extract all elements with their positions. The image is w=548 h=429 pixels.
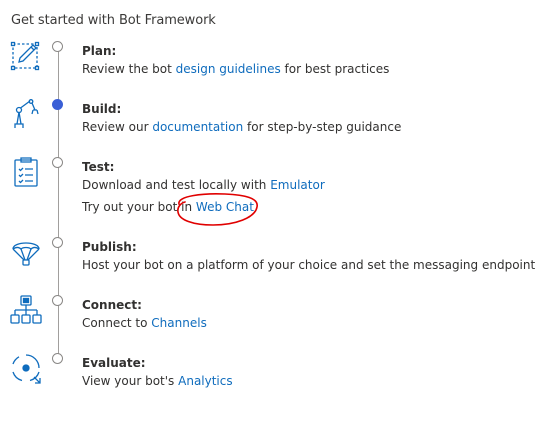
step-status-dot (52, 295, 63, 306)
documentation-link[interactable]: documentation (152, 120, 244, 134)
target-evaluate-icon (10, 352, 42, 384)
step-title-plan: Plan: (82, 44, 117, 58)
emulator-link[interactable]: Emulator (270, 178, 325, 192)
page-header: Get started with Bot Framework (11, 13, 216, 28)
step-desc-test-webchat: Try out your bot in Web Chat (82, 200, 254, 214)
step-desc-connect: Connect to Channels (82, 316, 207, 330)
step-title-test: Test: (82, 160, 115, 174)
step-desc-plan: Review the bot design guidelines for bes… (82, 62, 390, 76)
channels-link[interactable]: Channels (151, 316, 207, 330)
org-chart-icon (10, 294, 42, 326)
step-title-evaluate: Evaluate: (82, 356, 146, 370)
step-desc-build: Review our documentation for step-by-ste… (82, 120, 402, 134)
step-status-dot (52, 237, 63, 248)
step-status-dot-current (52, 99, 63, 110)
clipboard-checklist-icon (10, 156, 42, 188)
step-title-build: Build: (82, 102, 122, 116)
step-status-dot (52, 353, 63, 364)
step-title-publish: Publish: (82, 240, 137, 254)
timeline-line (58, 48, 59, 360)
step-title-connect: Connect: (82, 298, 142, 312)
web-chat-link[interactable]: Web Chat (195, 200, 254, 214)
parachute-icon (10, 236, 42, 268)
robot-arm-icon (10, 98, 42, 130)
step-status-dot (52, 41, 63, 52)
step-desc-publish: Host your bot on a platform of your choi… (82, 258, 536, 272)
step-status-dot (52, 157, 63, 168)
analytics-link[interactable]: Analytics (178, 374, 233, 388)
step-desc-evaluate: View your bot's Analytics (82, 374, 233, 388)
design-guidelines-link[interactable]: design guidelines (175, 62, 281, 76)
step-desc-test: Download and test locally with Emulator (82, 178, 325, 192)
design-plan-icon (10, 40, 42, 72)
